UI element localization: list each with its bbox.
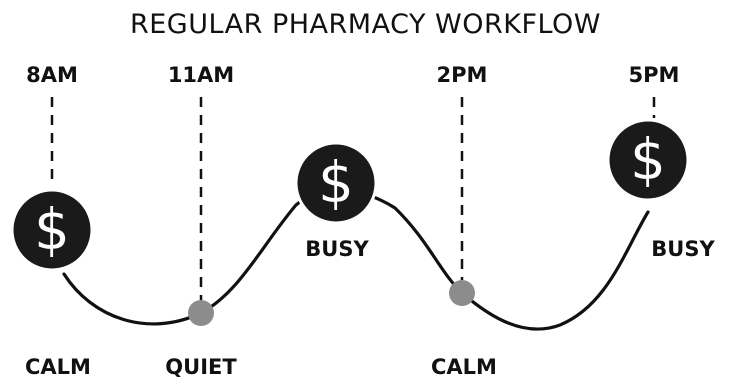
state-label-busy-midday: BUSY xyxy=(305,237,369,261)
time-label-2pm: 2PM xyxy=(437,63,488,87)
state-label-calm-start: CALM xyxy=(25,355,91,379)
coin-busy-midday: $ xyxy=(294,141,378,225)
dollar-icon: $ xyxy=(630,128,666,193)
marker-quiet xyxy=(188,300,214,326)
state-label-quiet: QUIET xyxy=(165,355,237,379)
marker-calm xyxy=(449,280,475,306)
coin-8am-disc xyxy=(10,188,94,272)
diagram-title: REGULAR PHARMACY WORKFLOW xyxy=(130,9,601,40)
dollar-icon: $ xyxy=(34,198,70,263)
time-label-11am: 11AM xyxy=(168,63,234,87)
time-label-8am: 8AM xyxy=(26,63,78,87)
time-label-5pm: 5PM xyxy=(629,63,680,87)
state-label-calm-afternoon: CALM xyxy=(431,355,497,379)
dollar-icon: $ xyxy=(318,151,354,216)
coin-8am: $ xyxy=(10,188,94,272)
coin-busy-midday-disc xyxy=(294,141,378,225)
coin-5pm: $ xyxy=(606,118,690,202)
state-label-busy-evening: BUSY xyxy=(651,237,715,261)
coin-5pm-disc xyxy=(606,118,690,202)
